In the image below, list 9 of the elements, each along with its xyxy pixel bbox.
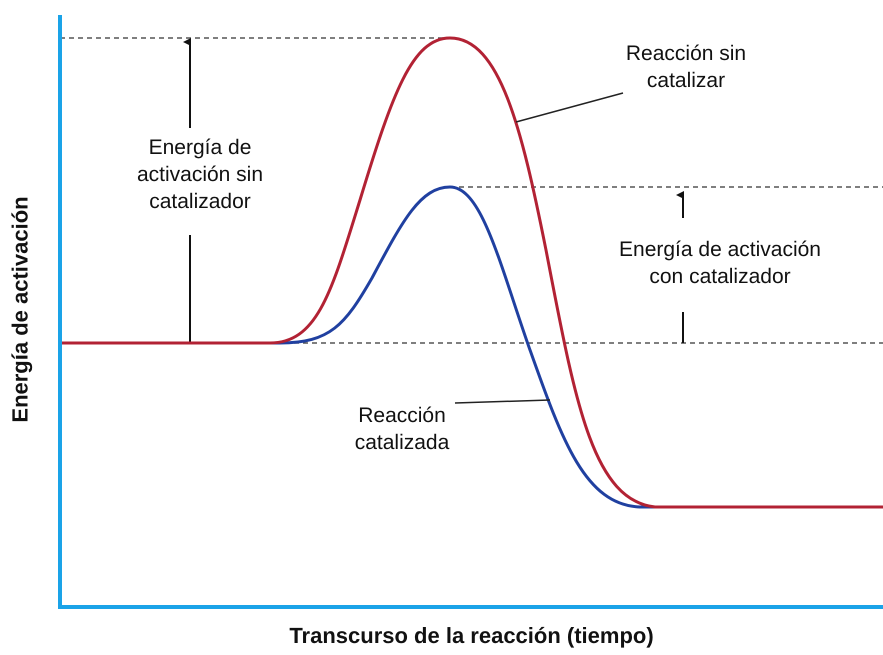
energy-label: Energía de activación sin catalizador bbox=[136, 135, 264, 215]
axis-title: Energía de activación bbox=[6, 195, 34, 425]
axis-title: Transcurso de la reacción (tiempo) bbox=[288, 622, 655, 649]
curve-label: Reacción sin catalizar bbox=[622, 40, 750, 94]
energy-curve bbox=[60, 36, 883, 508]
leader-line bbox=[454, 399, 550, 404]
leader-line bbox=[516, 92, 624, 123]
energy-label: Energía de activación con catalizador bbox=[618, 237, 822, 290]
curve-label: Reacción catalizada bbox=[348, 402, 456, 456]
